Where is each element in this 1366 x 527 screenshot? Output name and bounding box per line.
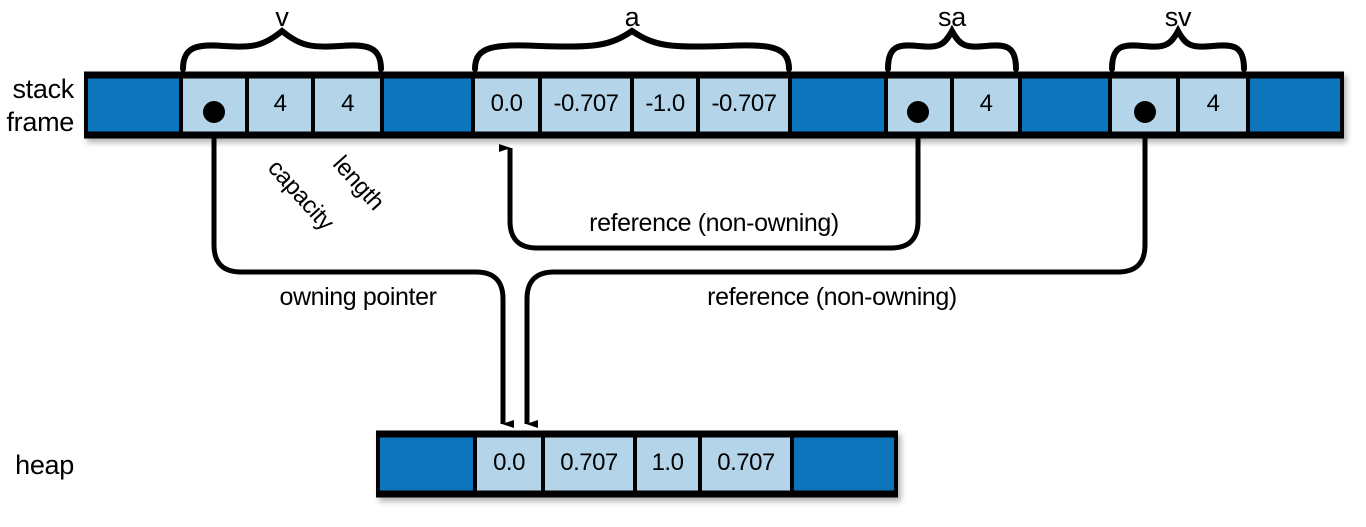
stack-pointer-dots [203, 101, 1156, 123]
stack-cell-15 [1248, 76, 1342, 134]
stack-cell-6 [540, 76, 632, 134]
heap-cell-4 [700, 435, 792, 493]
stack-cell-4 [382, 76, 473, 134]
brace-sv [1109, 24, 1247, 72]
heap-cell-3 [635, 435, 700, 493]
stack-cell-0 [86, 76, 181, 134]
brace-group [180, 24, 1247, 72]
stack-frame-row-label: stack frame [0, 76, 74, 136]
heap-cell-0 [378, 435, 475, 493]
stack-cell-value-7: -1.0 [645, 90, 685, 117]
edge-label-owning-pointer: owning pointer [279, 283, 437, 311]
brace-a [472, 27, 792, 72]
stack-cell-2 [247, 76, 313, 134]
heap-cell-5 [792, 435, 896, 493]
stack-cell-value-6: -0.707 [553, 90, 619, 117]
brace-label-sv: sv [1164, 2, 1192, 32]
heap-bar [376, 430, 898, 498]
stack-cell-8 [698, 76, 790, 134]
sa-pointer-dot [907, 101, 929, 123]
stack-cell-value-5: 0.0 [490, 90, 523, 117]
edge-label-reference-sa: reference (non-owning) [589, 209, 839, 237]
v-pointer-dot [203, 101, 225, 123]
stack-frame-bar [84, 71, 1344, 139]
edge-owning-pointer [211, 112, 514, 428]
stack-cell-value-11: 4 [979, 90, 993, 117]
brace-v [180, 27, 384, 72]
stack-cell-7 [632, 76, 698, 134]
heap-cell-value-1: 0.0 [493, 449, 525, 476]
stack-cell-14 [1178, 76, 1248, 134]
stack-cell-5 [473, 76, 540, 134]
heap-cell-1 [475, 435, 543, 493]
stack-cell-value-8: -0.707 [711, 90, 777, 117]
stack-cell-3 [313, 76, 382, 134]
stack-cell-11 [952, 76, 1020, 134]
heap-cell-value-4: 0.707 [717, 449, 775, 476]
brace-label-a: a [624, 2, 640, 32]
edge-reference-non-owning-sa [499, 112, 921, 251]
stack-cell-12 [1020, 76, 1110, 134]
edge-reference-non-owning-sv [524, 112, 1148, 428]
brace-label-v: v [275, 2, 289, 32]
stack-cell-value-2: 4 [273, 90, 287, 117]
stack-cell-value-14: 4 [1206, 90, 1220, 117]
edge-label-reference-sv: reference (non-owning) [707, 283, 957, 311]
heap-cell-2 [543, 435, 635, 493]
stack-cell-9 [790, 76, 886, 134]
heap-cell-value-3: 1.0 [651, 449, 684, 476]
heap-row-label: heap [15, 450, 74, 480]
sv-pointer-dot [1134, 101, 1156, 123]
brace-label-sa: sa [938, 2, 966, 32]
stack-frame-row-label-line1: stack [12, 74, 74, 104]
stack-cell-value-3: 4 [341, 90, 354, 117]
stack-frame-row-label-line2: frame [6, 107, 74, 137]
heap-cell-value-2: 0.707 [560, 449, 618, 476]
brace-sa [885, 24, 1019, 72]
